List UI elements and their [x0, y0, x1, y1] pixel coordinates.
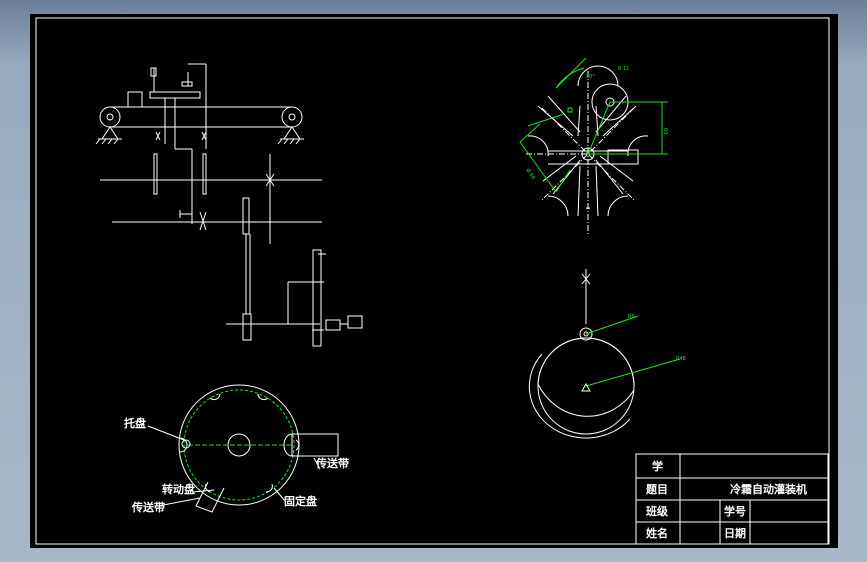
title-block-subject-label: 题目	[646, 483, 668, 496]
kinematic-scheme	[95, 63, 363, 347]
title-block-student-id-label: 学号	[724, 504, 746, 518]
drawing-border	[35, 17, 830, 545]
title-block-class-label: 班级	[646, 504, 669, 518]
turntable-plan	[147, 384, 339, 513]
svg-text:R 11: R 11	[618, 66, 629, 72]
title-block	[635, 453, 829, 545]
conveyor-roller-right	[281, 106, 303, 128]
title-block-name-label: 姓名	[646, 526, 668, 540]
svg-text:Ø 68: Ø 68	[524, 167, 537, 181]
geneva-mechanism: R 11 30° 60 Ø 68	[519, 57, 668, 234]
label-fixed-disc: 固定盘	[284, 494, 317, 508]
cam-disc: R6 R48	[528, 269, 686, 439]
svg-text:30°: 30°	[586, 74, 595, 80]
label-conveyor-right: 传送带	[315, 456, 349, 470]
cad-drawing: R 11 30° 60 Ø 68 R6 R48	[35, 17, 830, 545]
svg-text:60: 60	[662, 128, 668, 134]
title-block-row1-label: 学	[652, 459, 663, 473]
svg-text:R48: R48	[676, 356, 686, 362]
label-rotary-disc: 转动盘	[162, 482, 195, 496]
drawing-viewport[interactable]: R 11 30° 60 Ø 68 R6 R48	[30, 14, 838, 548]
label-tray: 托盘	[124, 416, 146, 430]
svg-text:R6: R6	[628, 314, 635, 320]
title-block-subject-value: 冷霜自动灌装机	[730, 482, 807, 496]
title-block-date-label: 日期	[724, 526, 746, 540]
label-conveyor-left: 传送带	[131, 500, 165, 514]
conveyor-roller-left	[99, 106, 121, 128]
